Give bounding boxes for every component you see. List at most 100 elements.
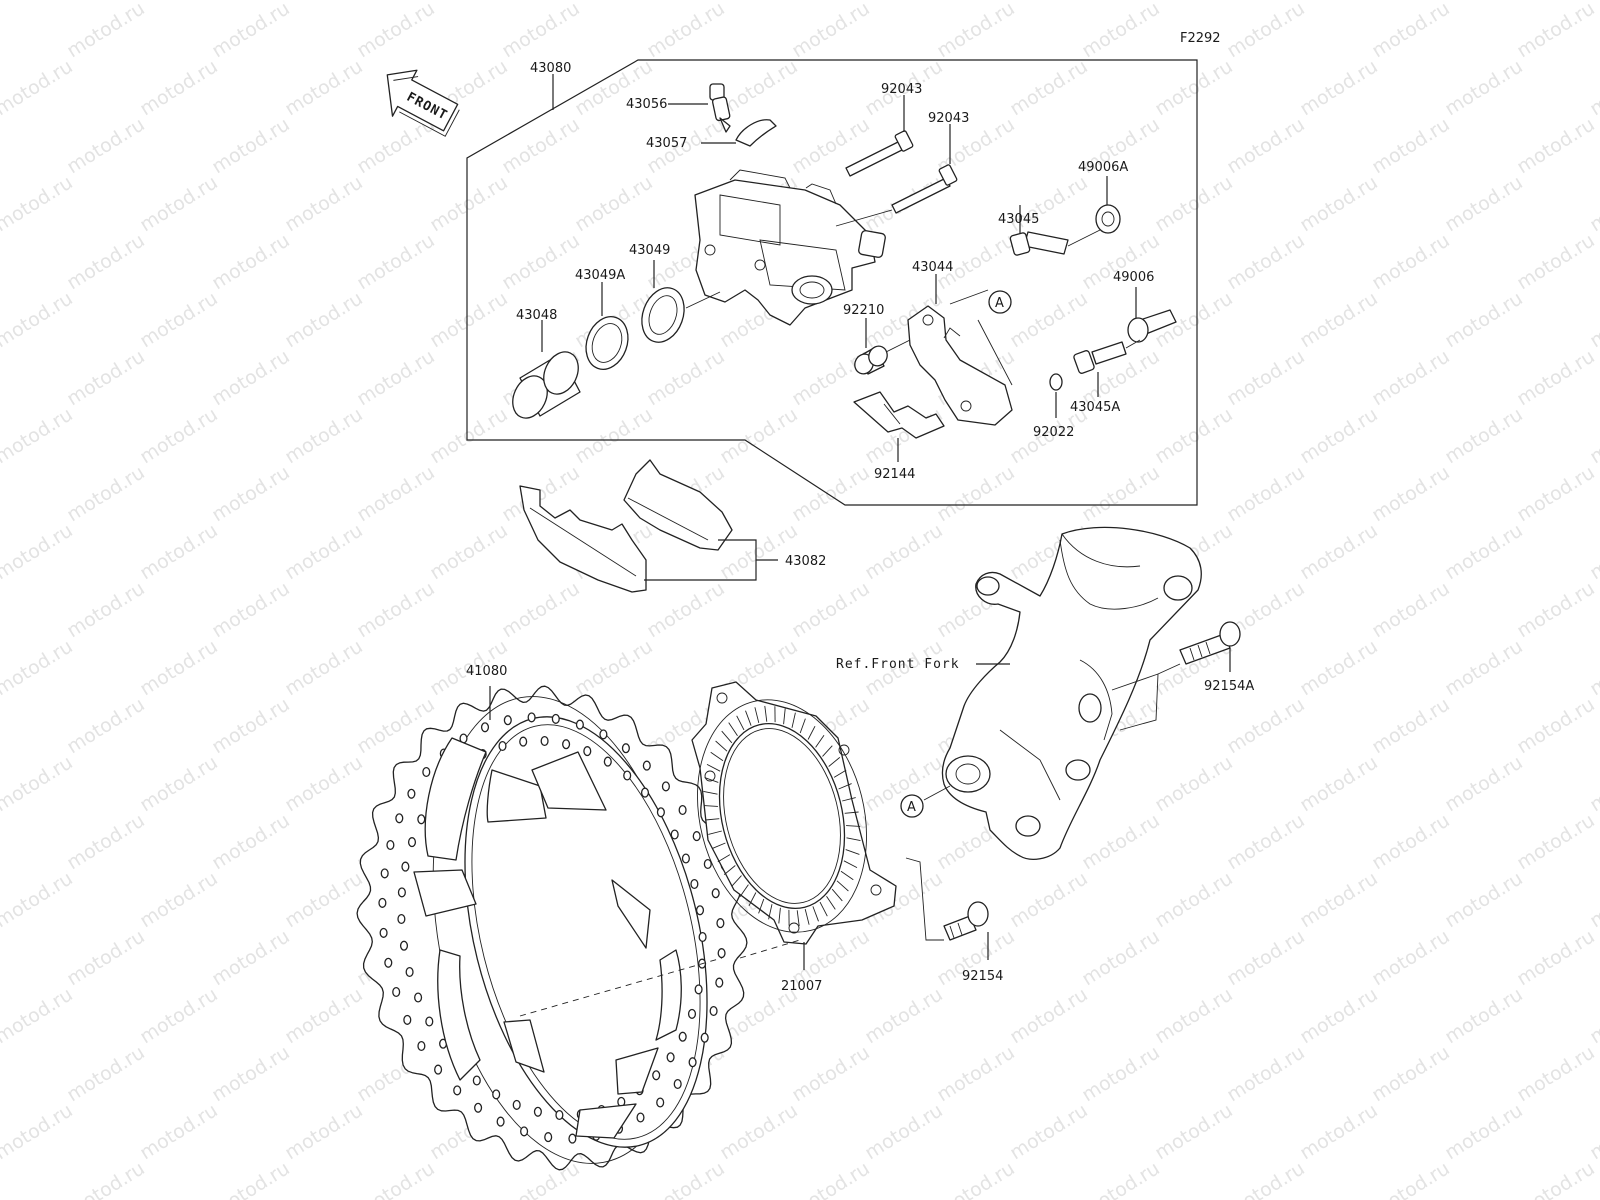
watermark-text: motod.ru — [426, 287, 512, 352]
reference-note: Ref.Front Fork — [836, 657, 960, 672]
watermark-text: motod.ru — [136, 519, 222, 584]
axis-a-lower-line — [923, 785, 951, 801]
watermark-text: motod.ru — [0, 1099, 77, 1164]
label-43082: 43082 — [785, 554, 826, 569]
abs-tooth — [819, 901, 828, 917]
watermark-text: motod.ru — [716, 0, 802, 4]
marker-a-lower: A — [900, 794, 924, 818]
watermark-text: motod.ru — [1296, 287, 1382, 352]
watermark-text: motod.ru — [63, 461, 149, 526]
watermark-text: motod.ru — [63, 113, 149, 178]
watermark-text: motod.ru — [1441, 287, 1527, 352]
watermark-text: motod.ru — [0, 403, 77, 468]
disc-drill-hole — [399, 940, 409, 951]
watermark-text: motod.ru — [788, 577, 874, 642]
watermark-text: motod.ru — [1513, 1157, 1599, 1200]
label-92022: 92022 — [1033, 425, 1074, 440]
watermark-text: motod.ru — [208, 693, 294, 758]
disc-drill-hole — [623, 770, 632, 781]
abs-tooth — [842, 797, 856, 802]
watermark-text: motod.ru — [1223, 1041, 1309, 1106]
disc-drill-hole — [678, 804, 687, 816]
watermark-text: motod.ru — [1368, 577, 1454, 642]
watermark-text: motod.ru — [63, 345, 149, 410]
abs-tooth — [721, 730, 733, 744]
abs-tooth — [731, 875, 742, 887]
abs-tooth — [822, 745, 833, 757]
watermark-text: motod.ru — [1368, 925, 1454, 990]
watermark-text: motod.ru — [571, 635, 657, 700]
disc-drill-hole — [642, 760, 651, 771]
watermark-text: motod.ru — [1441, 171, 1527, 236]
watermark-text: motod.ru — [353, 577, 439, 642]
disc-drill-hole — [568, 1133, 577, 1144]
slide-pin-43045 — [1009, 231, 1069, 256]
watermark-text: motod.ru — [643, 345, 729, 410]
caliper-bracket-43044 — [907, 305, 1013, 426]
watermark-text: motod.ru — [1223, 345, 1309, 410]
watermark-text: motod.ru — [1006, 983, 1092, 1048]
watermark-text: motod.ru — [1296, 867, 1382, 932]
disc-drill-hole — [401, 861, 410, 872]
label-92154: 92154 — [962, 969, 1003, 984]
bleeder-valve-43056 — [709, 83, 731, 133]
watermark-text: motod.ru — [281, 519, 367, 584]
disc-drill-hole — [661, 781, 670, 792]
disc-drill-hole — [397, 887, 406, 898]
abs-tooth — [764, 705, 768, 722]
watermark-text: motod.ru — [0, 983, 77, 1048]
disc-drill-hole — [670, 829, 679, 840]
watermark-text: motod.ru — [1513, 461, 1599, 526]
label-92144: 92144 — [874, 467, 915, 482]
watermark-text: motod.ru — [0, 925, 4, 990]
abs-tooth — [846, 825, 861, 827]
watermark-text: motod.ru — [1151, 751, 1237, 816]
watermark-text: motod.ru — [208, 1157, 294, 1200]
watermark-text: motod.ru — [1078, 1157, 1164, 1200]
watermark-text: motod.ru — [208, 0, 294, 62]
watermark-text: motod.ru — [1441, 519, 1527, 584]
watermark-text: motod.ru — [1586, 55, 1600, 120]
watermark-text: motod.ru — [281, 403, 367, 468]
watermark-text: motod.ru — [1441, 55, 1527, 120]
label-43080: 43080 — [530, 61, 571, 76]
disc-drill-hole — [472, 1075, 481, 1086]
watermark-text: motod.ru — [1586, 983, 1600, 1048]
watermark-text: motod.ru — [0, 345, 4, 410]
watermark-text: motod.ru — [1513, 345, 1599, 410]
svg-text:A: A — [995, 296, 1004, 311]
watermark-text: motod.ru — [63, 1157, 149, 1200]
disc-drill-hole — [711, 888, 720, 899]
watermark-text: motod.ru — [1368, 693, 1454, 758]
disc-drill-hole — [666, 1052, 675, 1063]
abs-tooth — [791, 712, 796, 728]
abs-tooth — [840, 870, 854, 881]
watermark-text: motod.ru — [861, 1099, 947, 1164]
watermark-text: motod.ru — [1368, 809, 1454, 874]
watermark-text: motod.ru — [1586, 171, 1600, 236]
axis-a-line — [949, 289, 989, 305]
disc-drill-hole — [403, 1014, 412, 1025]
disc-drill-hole — [417, 1040, 426, 1052]
watermark-text: motod.ru — [571, 171, 657, 236]
watermark-text: motod.ru — [63, 229, 149, 294]
sleeve-92210 — [854, 345, 888, 375]
disc-drill-hole — [687, 1008, 697, 1019]
disc-drill-hole — [692, 831, 701, 842]
abs-rotor-21007 — [691, 681, 897, 945]
watermark-text: motod.ru — [353, 0, 439, 62]
watermark-text: motod.ru — [136, 171, 222, 236]
disc-drill-hole — [551, 713, 560, 724]
slide-pin-43045A — [1073, 341, 1127, 374]
abs-tooth — [845, 849, 860, 855]
watermark-text: motod.ru — [1006, 867, 1092, 932]
watermark-text: motod.ru — [1296, 55, 1382, 120]
disc-drill-hole — [527, 712, 536, 723]
watermark-text: motod.ru — [208, 229, 294, 294]
watermark-text: motod.ru — [426, 0, 512, 4]
disc-drill-hole — [695, 905, 705, 916]
watermark-text: motod.ru — [1151, 1099, 1237, 1164]
watermark-text: motod.ru — [0, 0, 77, 4]
